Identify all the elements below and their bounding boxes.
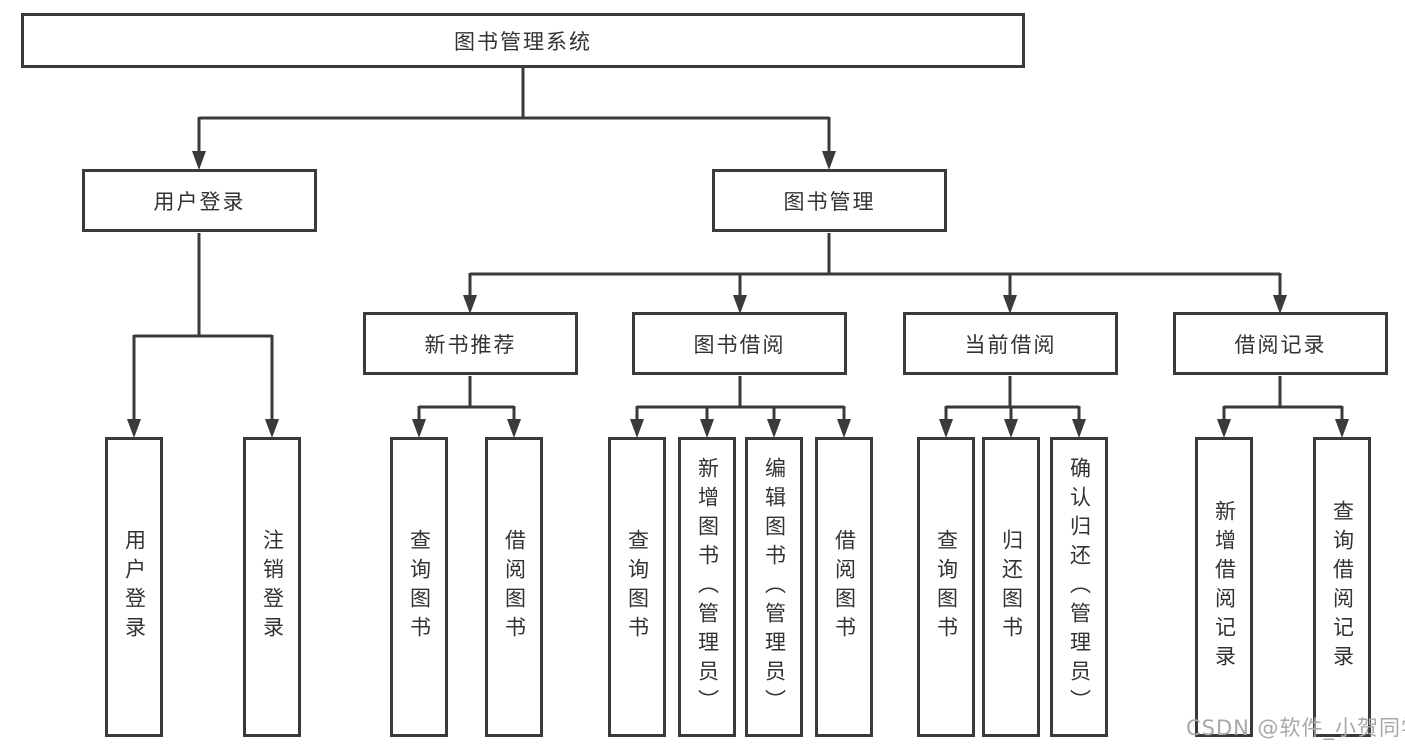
leaf-borrow-books-recommend-label: 借阅图书 <box>502 529 527 645</box>
node-library-system: 图书管理系统 <box>21 13 1025 68</box>
node-book-borrow-label: 图书借阅 <box>693 332 786 357</box>
node-book-management-label: 图书管理 <box>783 189 876 214</box>
watermark: CSDN @软件_小贺同学 <box>1186 716 1405 740</box>
node-borrow-records-label: 借阅记录 <box>1234 332 1327 357</box>
leaf-add-book-admin: 新增图书（管理员） <box>678 437 736 737</box>
leaf-edit-book-admin-label: 编辑图书（管理员） <box>762 456 787 718</box>
leaf-query-borrow-record-label: 查询借阅记录 <box>1330 500 1355 674</box>
node-book-management: 图书管理 <box>712 169 947 232</box>
node-current-borrow: 当前借阅 <box>903 312 1118 375</box>
node-new-book-recommend: 新书推荐 <box>363 312 578 375</box>
node-current-borrow-label: 当前借阅 <box>964 332 1057 357</box>
leaf-return-book: 归还图书 <box>982 437 1040 737</box>
leaf-query-books-recommend: 查询图书 <box>390 437 448 737</box>
node-borrow-records: 借阅记录 <box>1173 312 1388 375</box>
leaf-query-books-current: 查询图书 <box>917 437 975 737</box>
leaf-query-borrow-record: 查询借阅记录 <box>1313 437 1371 737</box>
leaf-borrow-books: 借阅图书 <box>815 437 873 737</box>
leaf-user-login: 用户登录 <box>105 437 163 737</box>
node-user-login-label: 用户登录 <box>153 189 246 214</box>
leaf-borrow-books-recommend: 借阅图书 <box>485 437 543 737</box>
leaf-return-book-label: 归还图书 <box>999 529 1024 645</box>
leaf-edit-book-admin: 编辑图书（管理员） <box>745 437 803 737</box>
leaf-add-borrow-record-label: 新增借阅记录 <box>1212 500 1237 674</box>
node-new-book-recommend-label: 新书推荐 <box>424 332 517 357</box>
leaf-logout-login: 注销登录 <box>243 437 301 737</box>
leaf-query-books-borrow: 查询图书 <box>608 437 666 737</box>
leaf-confirm-return-admin-label: 确认归还（管理员） <box>1067 456 1092 718</box>
leaf-logout-login-label: 注销登录 <box>260 529 285 645</box>
leaf-query-books-current-label: 查询图书 <box>934 529 959 645</box>
leaf-borrow-books-label: 借阅图书 <box>832 529 857 645</box>
leaf-query-books-borrow-label: 查询图书 <box>625 529 650 645</box>
node-book-borrow: 图书借阅 <box>632 312 847 375</box>
leaf-add-book-admin-label: 新增图书（管理员） <box>695 456 720 718</box>
leaf-add-borrow-record: 新增借阅记录 <box>1195 437 1253 737</box>
node-library-system-label: 图书管理系统 <box>454 29 592 54</box>
leaf-user-login-label: 用户登录 <box>122 529 147 645</box>
leaf-query-books-recommend-label: 查询图书 <box>407 529 432 645</box>
leaf-confirm-return-admin: 确认归还（管理员） <box>1050 437 1108 737</box>
node-user-login: 用户登录 <box>82 169 317 232</box>
